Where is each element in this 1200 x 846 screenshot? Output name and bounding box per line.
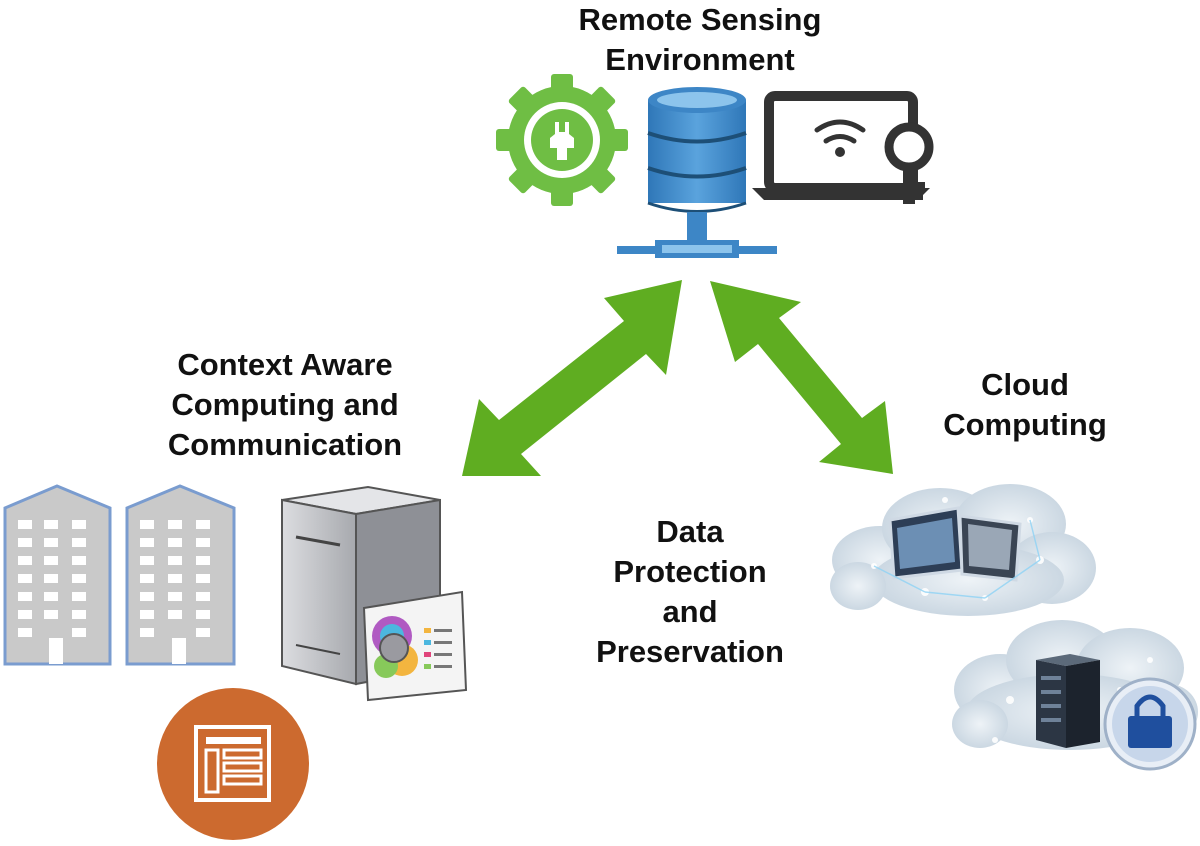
node-label-data-protection: Data Protection and Preservation	[540, 512, 840, 672]
label-line: Computing and	[171, 387, 399, 422]
office-building-icon	[3, 484, 112, 666]
label-line: Environment	[605, 42, 795, 77]
server-tower-icon	[281, 485, 468, 702]
label-line: Context Aware	[177, 347, 393, 382]
database-server-icon	[617, 87, 777, 258]
office-building-icon	[125, 484, 236, 666]
laptop-wifi-key-icon	[752, 91, 934, 204]
label-line: Computing	[943, 407, 1107, 442]
node-label-cloud-computing: Cloud Computing	[900, 365, 1150, 445]
label-line: Cloud	[981, 367, 1069, 402]
label-line: Protection	[613, 554, 767, 589]
arrow-remote-to-cloud	[710, 281, 893, 474]
arrow-remote-to-context	[462, 280, 682, 476]
node-label-context-aware: Context Aware Computing and Communicatio…	[120, 345, 450, 465]
label-line: and	[662, 594, 718, 629]
cloud-monitor-icon	[830, 484, 1096, 616]
document-list-icon	[157, 688, 309, 840]
label-line: Preservation	[596, 634, 784, 669]
node-label-remote-sensing: Remote Sensing Environment	[505, 0, 895, 80]
label-line: Communication	[167, 427, 403, 462]
label-line: Data	[656, 514, 724, 549]
label-line: Remote Sensing	[578, 2, 822, 37]
cloud-server-lock-icon	[952, 620, 1198, 771]
settings-gear-icon	[496, 74, 628, 206]
